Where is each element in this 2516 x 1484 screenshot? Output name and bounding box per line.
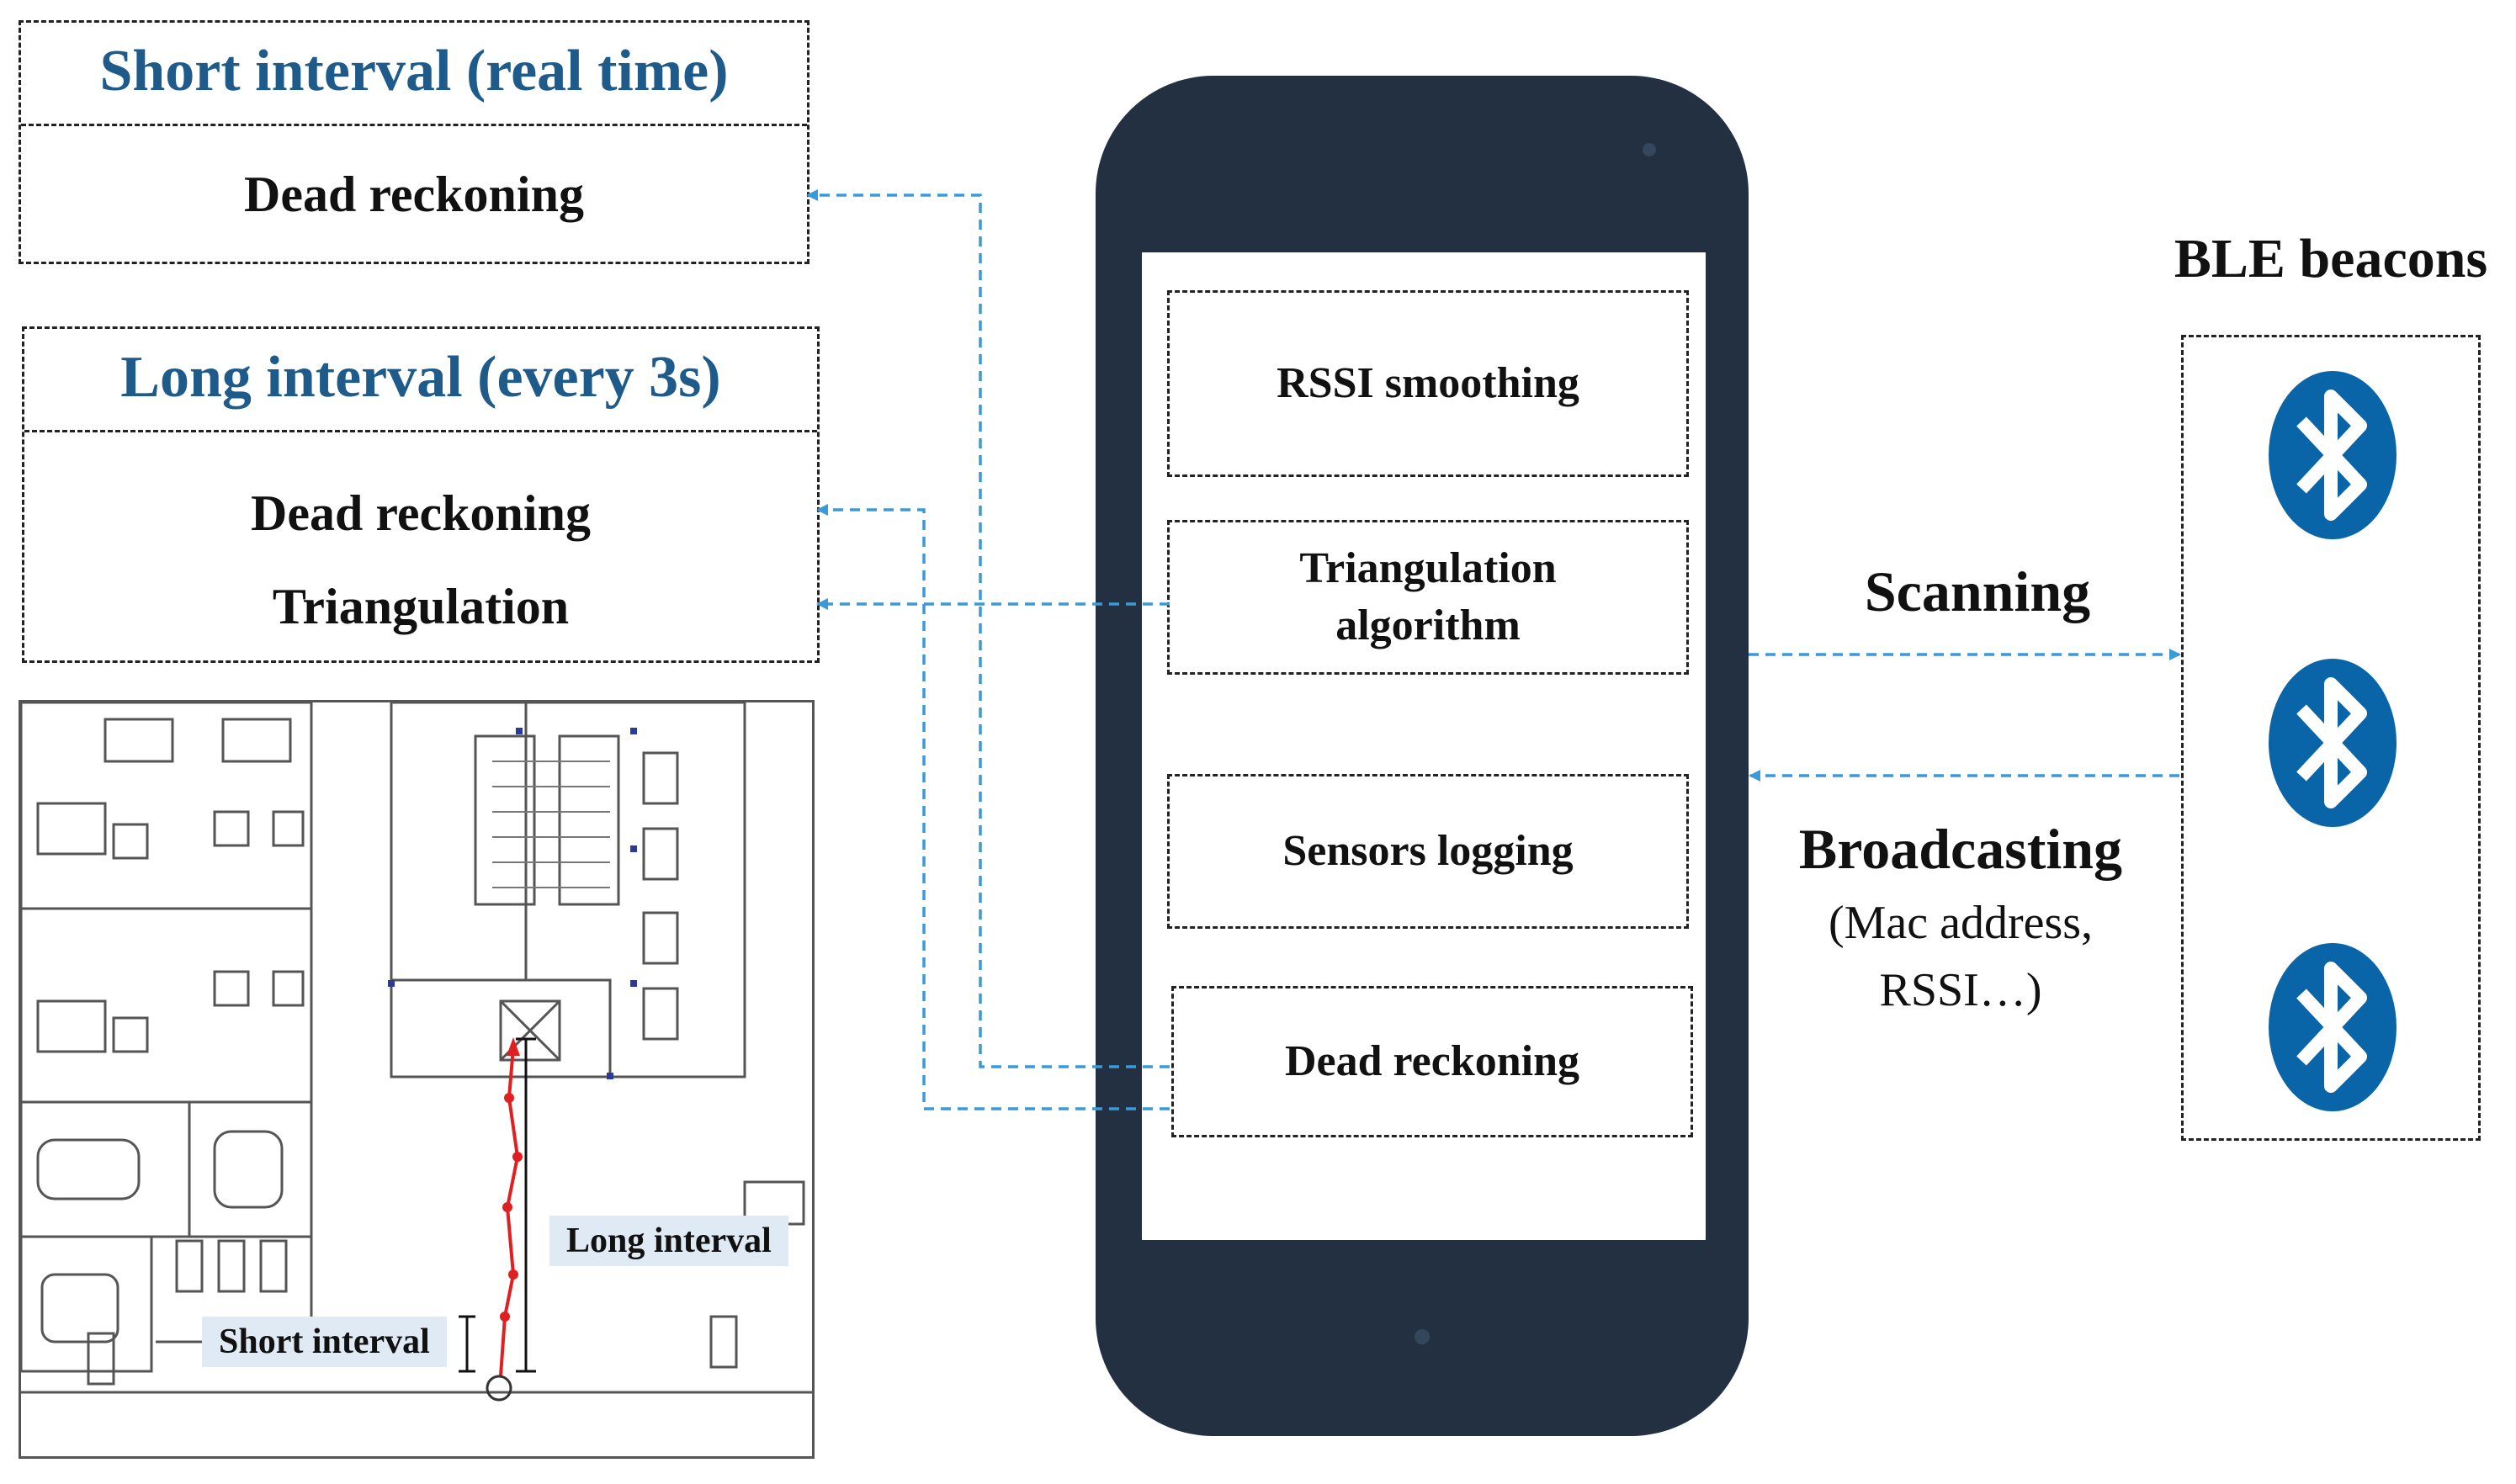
smartphone: RSSI smoothing Triangulation algorithm S… xyxy=(1096,76,1749,1436)
phone-home-dot xyxy=(1415,1329,1430,1344)
short-interval-item: Dead reckoning xyxy=(244,167,584,222)
pedestrian-icon xyxy=(486,1375,512,1402)
ble-beacons-box xyxy=(2181,335,2481,1141)
short-interval-header: Short interval (real time) xyxy=(99,39,729,103)
long-interval-header-divider xyxy=(24,430,817,432)
module-rssi-smoothing: RSSI smoothing xyxy=(1167,290,1689,477)
module-triangulation-algorithm: Triangulation algorithm xyxy=(1167,520,1689,675)
long-interval-item-dead-reckoning: Dead reckoning xyxy=(251,485,591,541)
short-interval-header-divider xyxy=(21,124,807,126)
broadcasting-label: Broadcasting xyxy=(1798,817,2123,881)
long-interval-header: Long interval (every 3s) xyxy=(120,345,721,410)
phone-screen: RSSI smoothing Triangulation algorithm S… xyxy=(1142,252,1706,1240)
long-interval-label: Long interval xyxy=(549,1216,788,1266)
phone-camera-dot xyxy=(1643,143,1656,156)
broadcast-detail-rssi: RSSI…) xyxy=(1879,964,2042,1016)
long-interval-box: Long interval (every 3s) Dead reckoning … xyxy=(22,326,820,663)
short-interval-label: Short interval xyxy=(202,1317,447,1367)
bluetooth-icon xyxy=(2269,371,2397,539)
ble-beacons-title: BLE beacons xyxy=(2174,228,2488,289)
broadcast-detail-mac: (Mac address, xyxy=(1828,897,2094,949)
floor-plan: Long interval Short interval xyxy=(19,700,815,1459)
long-interval-item-triangulation: Triangulation xyxy=(272,579,570,634)
bluetooth-icon xyxy=(2269,943,2397,1111)
scanning-label: Scanning xyxy=(1864,559,2091,623)
module-sensors-logging: Sensors logging xyxy=(1167,774,1689,929)
module-dead-reckoning: Dead reckoning xyxy=(1171,986,1693,1137)
bluetooth-icon xyxy=(2269,659,2397,827)
bluetooth-icons xyxy=(2269,371,2397,1111)
floor-plan-drawing xyxy=(21,702,812,1402)
short-interval-box: Short interval (real time) Dead reckonin… xyxy=(19,20,809,264)
